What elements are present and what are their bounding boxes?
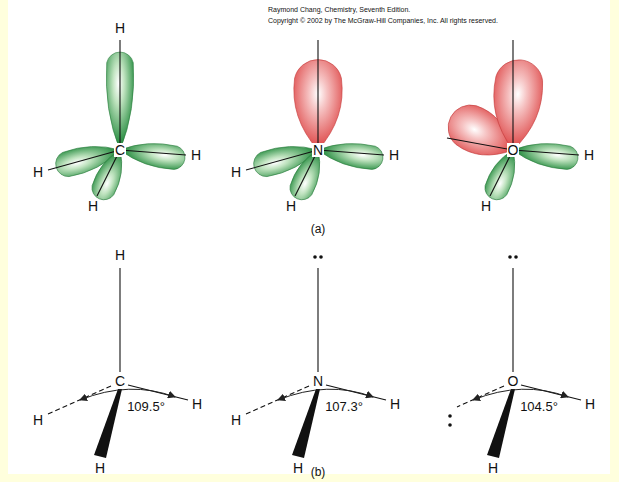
dashed-bond [457,386,504,407]
atom-label: H [33,413,43,427]
bond-line [513,150,579,155]
atom-label: H [88,199,98,213]
atom-label: H [115,248,125,262]
atom-label: H [33,165,43,179]
bond-line [128,385,188,400]
part-label: (a) [311,223,326,235]
atom-label: O [507,143,520,157]
bond-line [521,385,581,400]
wedge-bond [94,389,122,458]
orbital-lobe [118,138,186,171]
atom-label: H [231,165,241,179]
angle-arc [278,389,373,400]
copyright-note: Copyright © 2002 by The McGraw-Hill Comp… [268,17,498,24]
lone-pair-dot [514,255,518,259]
bond-line [326,385,386,400]
atom-label: H [584,148,594,162]
lone-pair-dot [448,423,452,427]
orbital-lobe [316,138,384,171]
atom-label: H [389,148,399,162]
atom-label: H [585,397,595,411]
atom-label: C [114,374,126,388]
bond-line [120,150,186,155]
atom-label: H [481,199,491,213]
lone-pair-dot [319,255,323,259]
atom-label: N [312,374,324,388]
atom-label: H [286,199,296,213]
orbital-lobe [489,58,545,152]
atom-label: H [115,21,125,35]
bond-line [317,40,318,150]
atom-label: H [293,461,303,475]
angle-label: 107.3° [325,400,363,413]
atom-label: H [192,397,202,411]
bond-line [119,268,120,372]
atom-label: O [507,374,520,388]
wedge-bond [487,389,515,458]
bond-line [318,150,384,155]
dashed-bond [246,386,309,414]
atom-label: H [191,148,201,162]
atom-label: H [231,413,241,427]
bond-line [512,40,513,150]
lone-pair-dot [313,255,317,259]
atom-label: H [488,461,498,475]
lone-pair-dot [508,255,512,259]
atom-label: N [312,143,324,157]
angle-label: 104.5° [520,400,558,413]
bond-line [317,268,318,372]
bond-line [48,150,120,170]
dashed-bond [48,386,111,414]
axis-line [447,138,513,150]
lone-pair-dot [448,414,452,418]
wedge-bond [292,389,320,458]
atom-label: H [390,397,400,411]
atom-label: C [114,143,126,157]
panel [8,0,610,474]
angle-label: 109.5° [127,400,165,413]
orbital-lobe [511,138,579,171]
angle-arc [80,389,175,400]
copyright-note: Raymond Chang, Chemistry, Seventh Editio… [268,6,410,13]
atom-label: H [95,461,105,475]
bond-line [119,40,120,150]
part-label: (b) [311,466,326,478]
bond-line [246,150,318,170]
bond-line [512,268,513,372]
angle-arc [473,389,568,400]
